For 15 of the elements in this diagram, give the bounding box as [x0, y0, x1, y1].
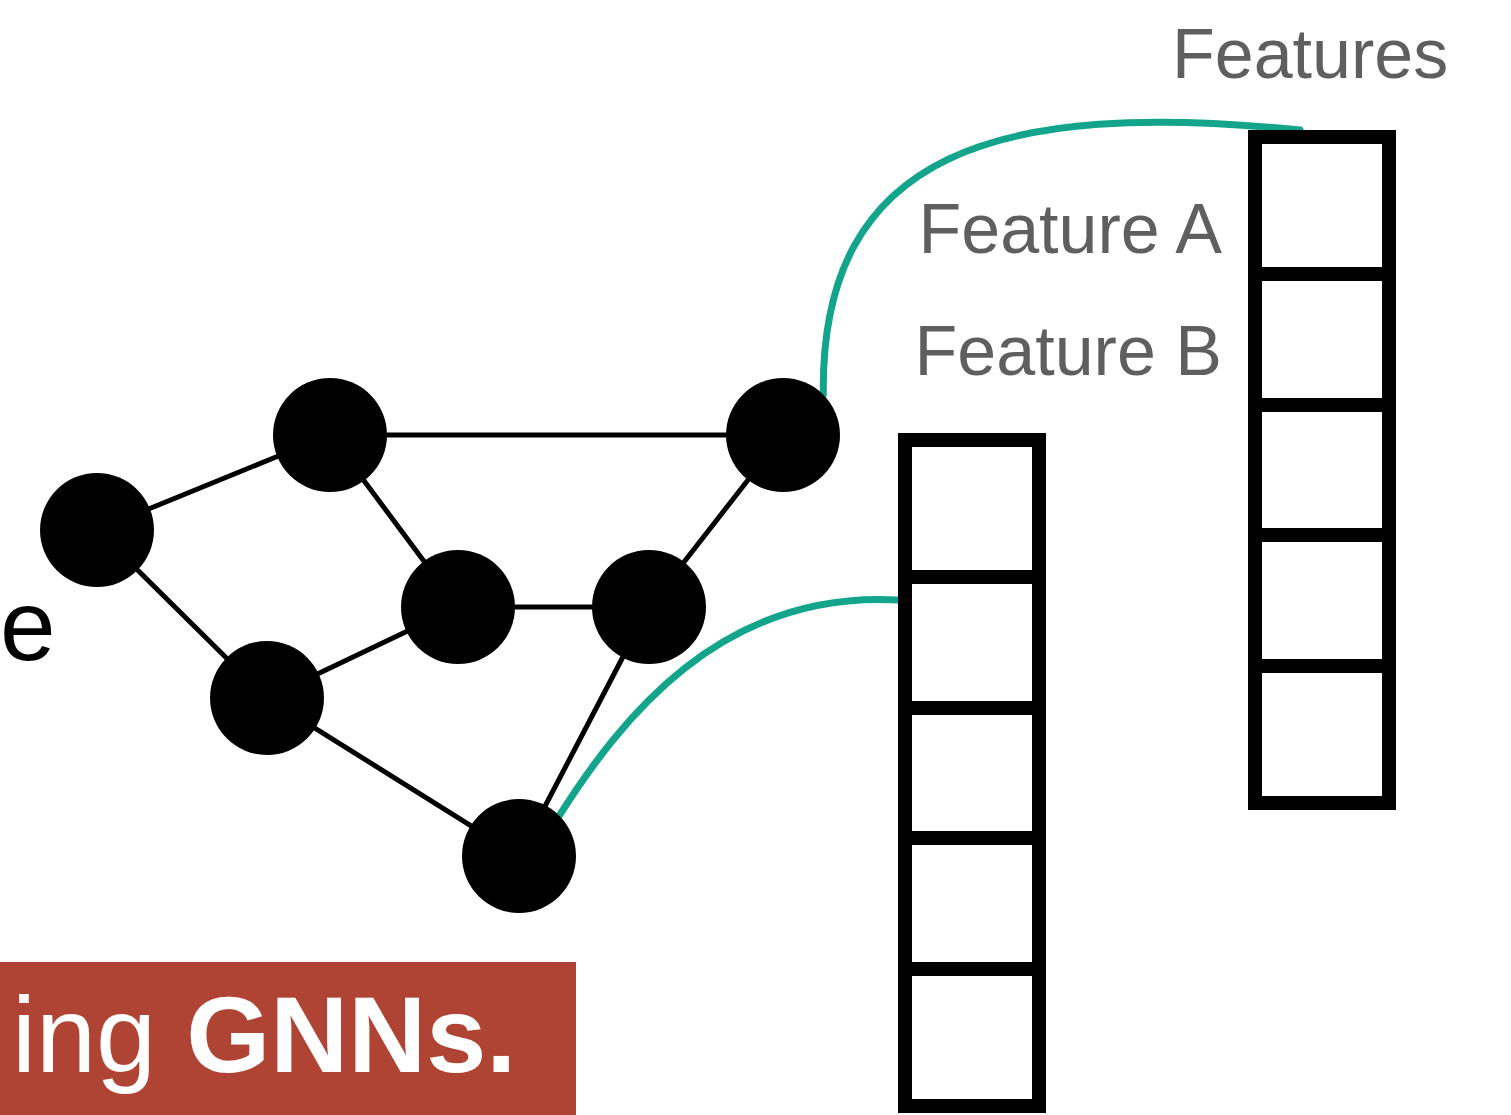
feature-vector: [898, 433, 1046, 1113]
text-fragment: e: [0, 570, 56, 680]
graph-edge: [315, 629, 410, 676]
graph-edge: [361, 478, 427, 564]
mapping-stroke: [819, 118, 1304, 399]
feature-label: Feature A: [918, 194, 1222, 264]
banner-text: ing GNNs.: [12, 976, 517, 1095]
feature-label: Feature B: [914, 316, 1222, 386]
graph-edge: [135, 567, 229, 661]
graph-edge: [542, 655, 626, 808]
banner: [0, 962, 576, 1115]
vector-heading: Features: [1172, 19, 1449, 89]
graph-edge: [681, 477, 751, 565]
graph-edge: [312, 725, 474, 829]
graph-edge: [147, 454, 280, 511]
